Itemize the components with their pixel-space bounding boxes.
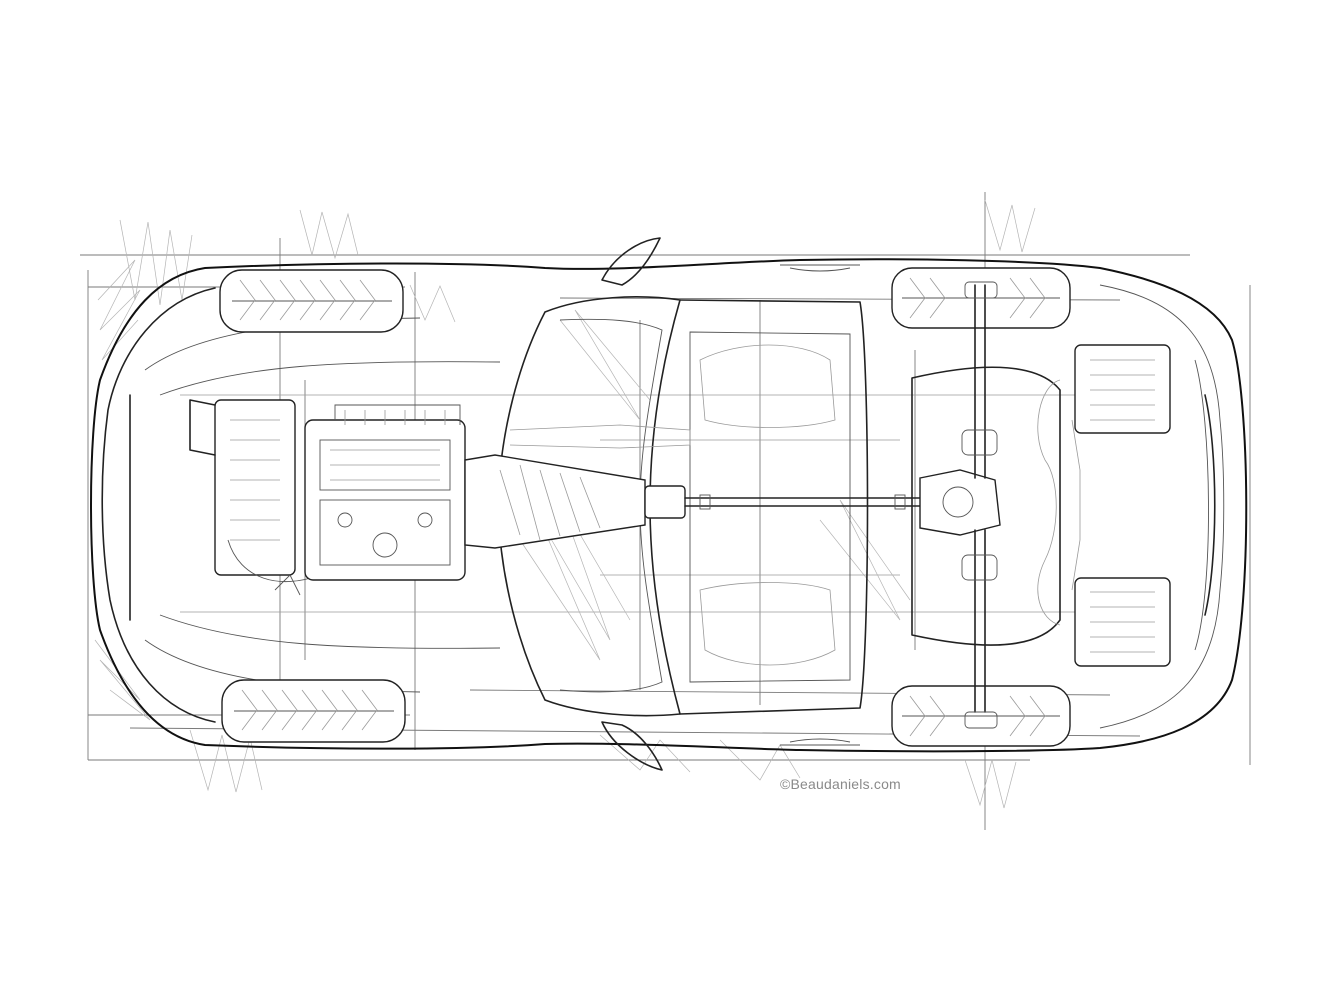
sketch-shading — [94, 199, 1036, 809]
car-body — [90, 258, 1248, 753]
front-left-wheel — [219, 269, 404, 333]
mufflers — [1037, 344, 1171, 667]
watermark: ©Beaudaniels.com — [780, 776, 901, 792]
side-mirrors — [601, 237, 663, 771]
drivetrain — [464, 281, 1001, 729]
front-right-wheel — [221, 679, 406, 743]
engine-assembly — [189, 399, 466, 596]
rear-right-wheel — [891, 685, 1071, 747]
